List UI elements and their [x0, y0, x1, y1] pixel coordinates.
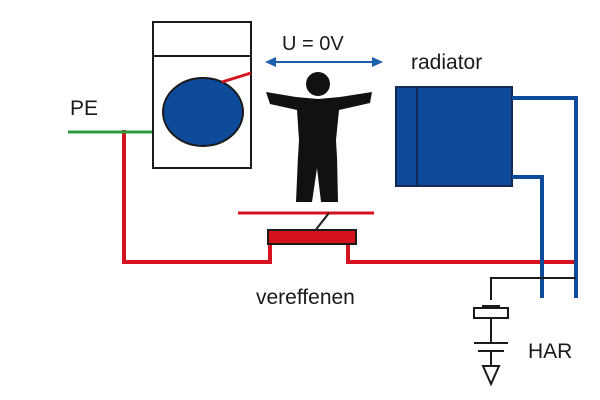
- double-arrow-icon: [265, 57, 383, 67]
- equalize-label: vereffenen: [256, 286, 355, 309]
- person-icon: [266, 72, 372, 202]
- wire-appliance-to-pad: [122, 130, 272, 264]
- ground-symbol-icon: [473, 277, 576, 387]
- radiator-label: radiator: [411, 51, 483, 74]
- insulating-platform: [238, 211, 374, 245]
- har-label: HAR: [528, 340, 573, 363]
- voltage-label: U = 0V: [282, 33, 344, 55]
- pe-label: PE: [70, 97, 99, 120]
- radiator-icon: [395, 86, 578, 298]
- washing-machine-icon: [152, 21, 252, 169]
- wire-pad-to-bus: [346, 244, 578, 264]
- bonding-pad: [267, 229, 357, 245]
- red-bonding-wires: [122, 130, 578, 264]
